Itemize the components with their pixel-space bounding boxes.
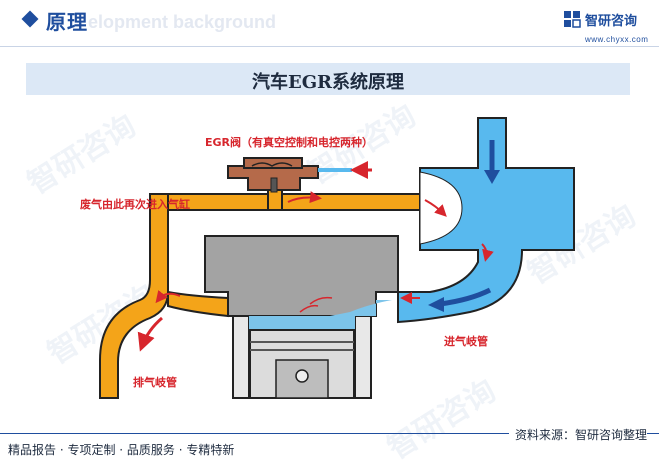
intake-flow-arrow: [484, 140, 500, 184]
header-divider: [0, 46, 659, 47]
data-source: 资料来源：智研咨询整理: [508, 426, 647, 443]
egr-valve-label: EGR阀（有真空控制和电控两种）: [205, 136, 374, 149]
intake-manifold: [397, 117, 575, 324]
brand-logo-icon: [564, 11, 581, 28]
diagram-title-banner: 汽车EGR系统原理: [26, 63, 630, 95]
title-background-text: elopment background: [88, 12, 277, 32]
egr-valve: [227, 157, 319, 193]
egr-stub: [267, 189, 283, 211]
combustion-chamber: [249, 316, 355, 330]
brand-name: 智研咨询: [585, 14, 638, 29]
intake-flow-arrow: [428, 287, 492, 312]
cylinder-head: [204, 235, 399, 317]
brand-url: www.chyxx.com: [585, 35, 649, 44]
footer-slogan: 精品报告 · 专项定制 · 品质服务 · 专精特新: [8, 443, 235, 457]
cylinder-wall-left: [232, 315, 250, 399]
exhaust-manifold-label: 排气岐管: [133, 376, 177, 389]
page-title: 原理: [46, 10, 88, 34]
footer-divider: [0, 433, 659, 434]
cylinder-wall-right: [354, 315, 372, 399]
header: elopment background 原理 智研咨询 www.chyxx.co…: [0, 0, 659, 46]
diagram-title: 汽车EGR系统原理: [251, 72, 405, 93]
exhaust-manifold-pipe: [149, 193, 421, 211]
exhaust-reenter-label: 废气由此再次进入气缸: [80, 198, 190, 211]
intake-manifold-label: 进气岐管: [444, 335, 488, 348]
exhaust-manifold: [99, 193, 169, 399]
